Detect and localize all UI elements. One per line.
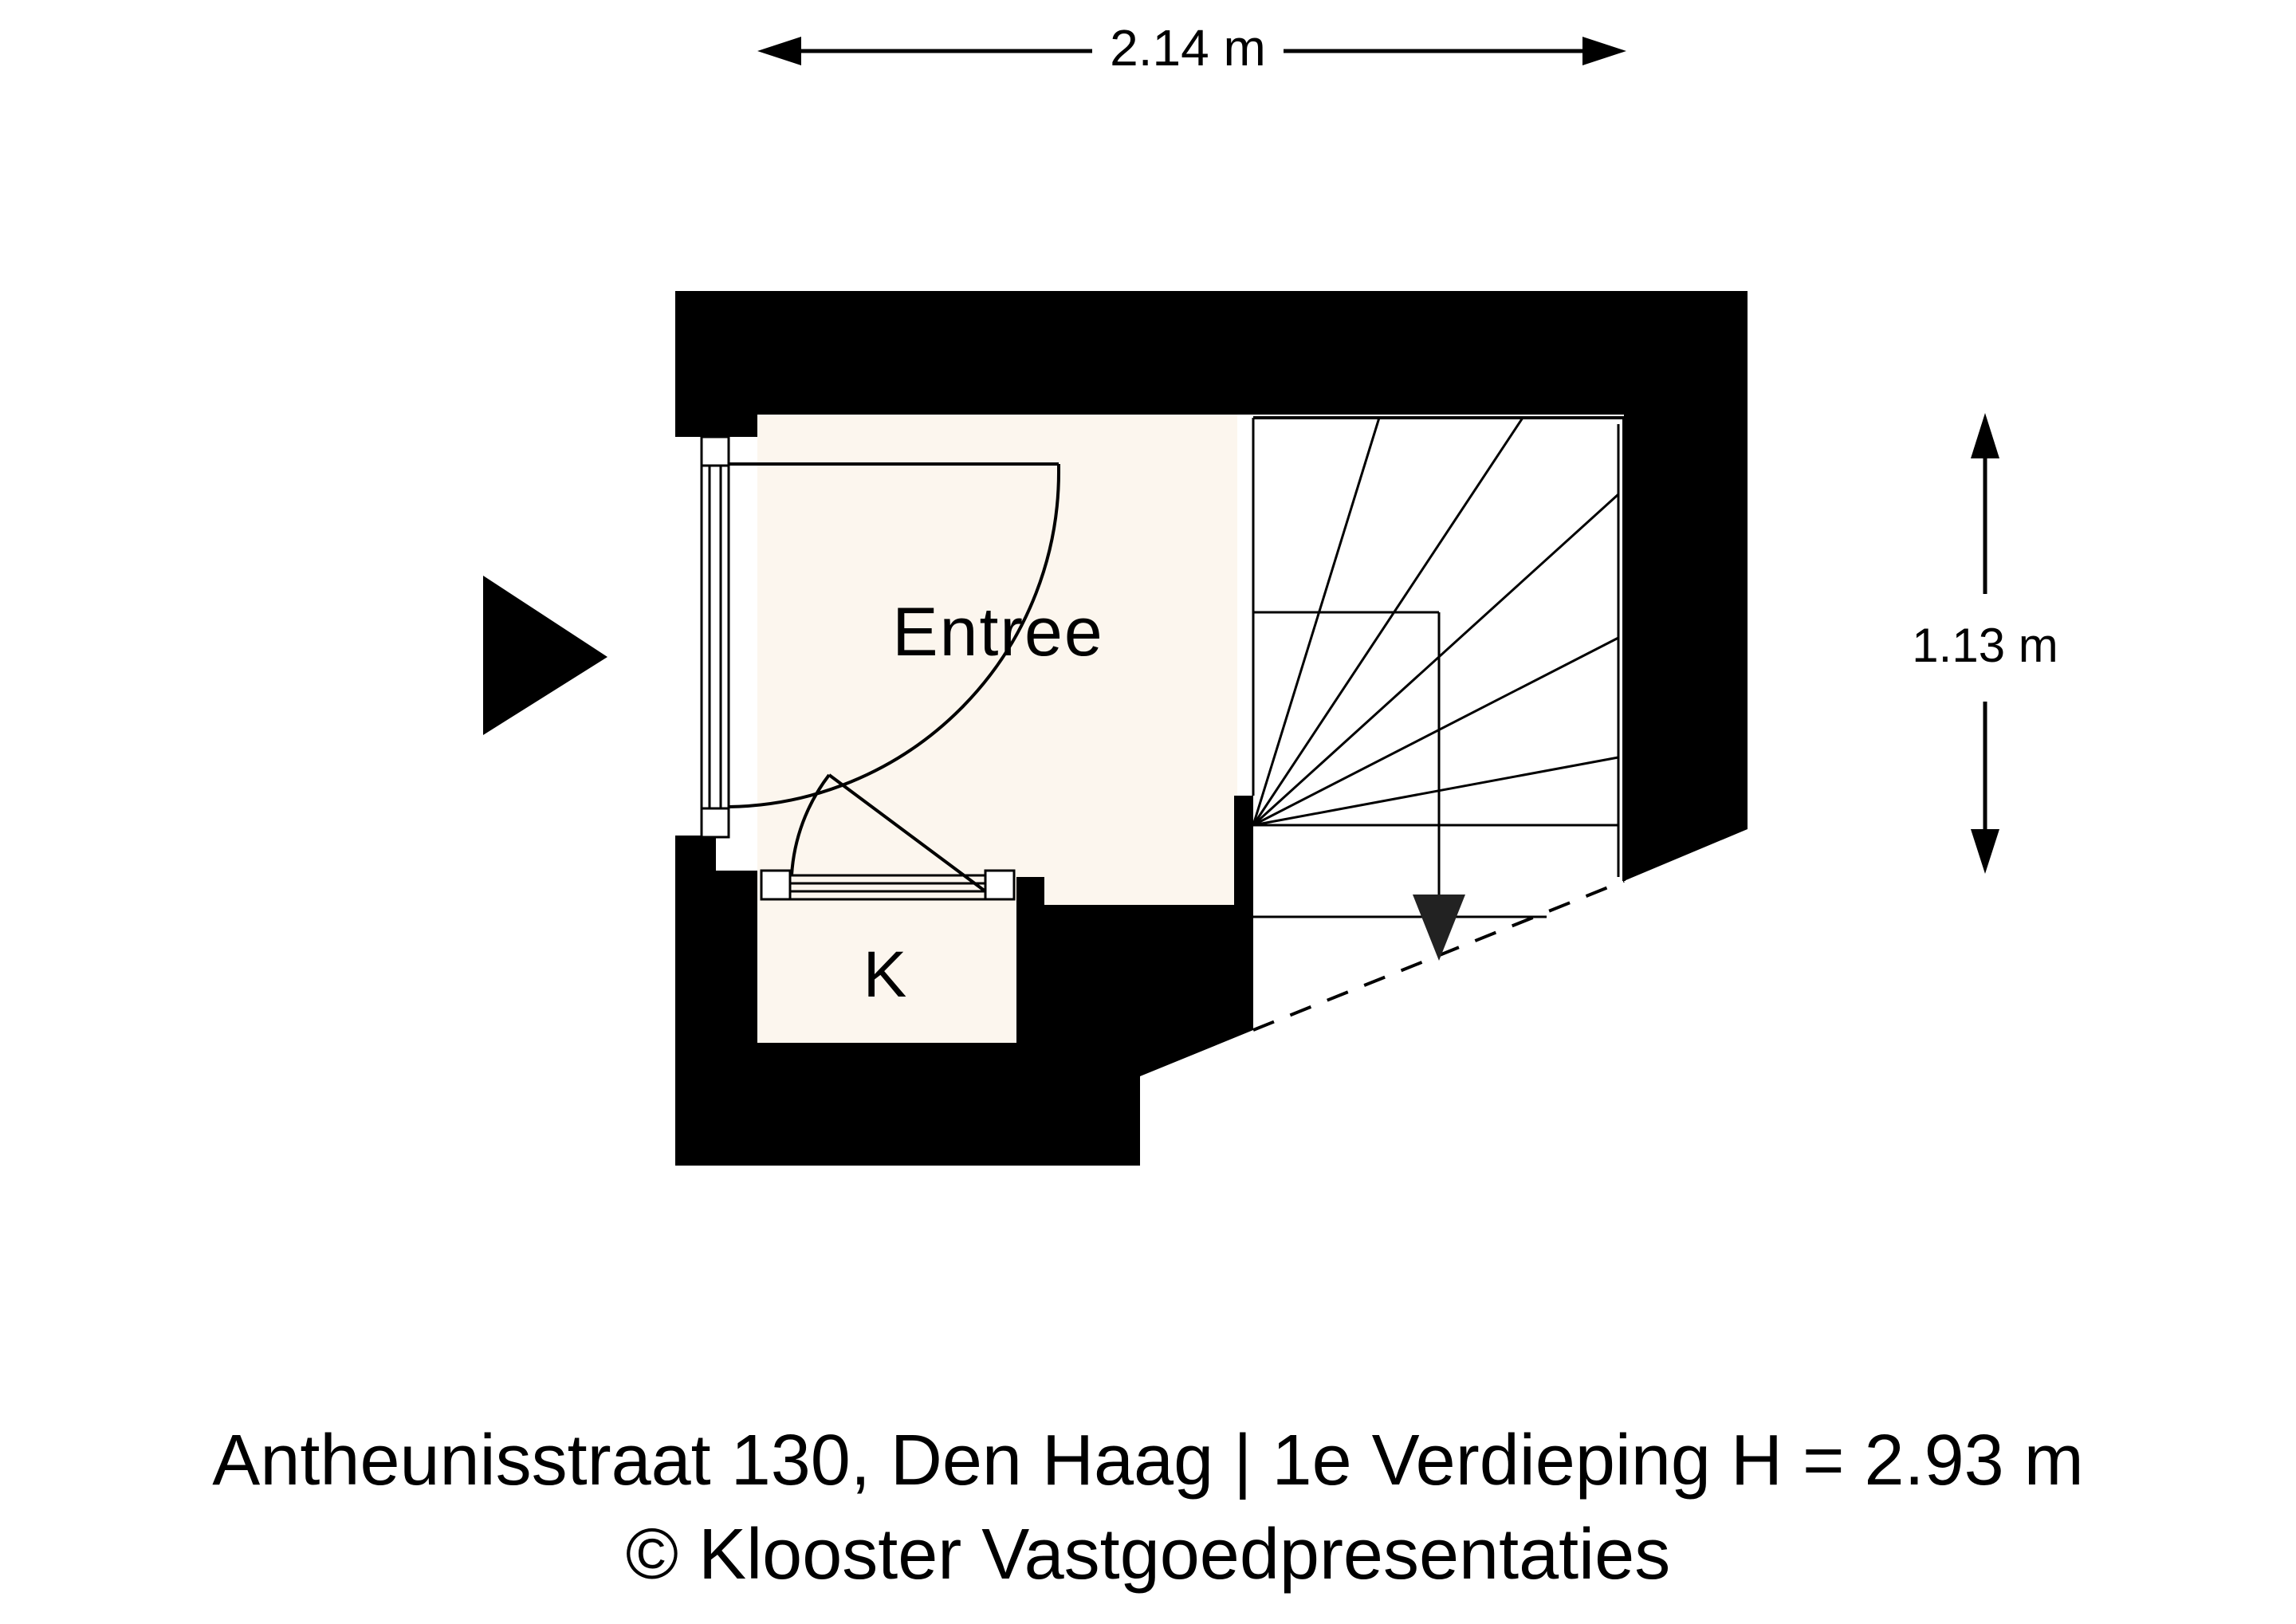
arrow-up-icon [1971,413,1999,458]
front-door-swing [728,462,1061,808]
depth-dimension: 1.13 m [1912,413,2058,874]
entrance-arrow-icon [483,576,607,735]
arrow-right-icon [1582,37,1626,65]
closet-door [760,773,1016,901]
caption-address: Antheunisstraat 130, Den Haag | 1e Verdi… [212,1421,2084,1500]
room-label-closet: K [863,938,907,1011]
depth-label: 1.13 m [1912,619,2058,672]
walls [675,291,1748,1166]
front-door-frame [700,435,730,839]
room-label-entree: Entree [892,594,1103,670]
arrow-down-icon [1971,829,1999,874]
width-dimension: 2.14 m [757,19,1626,77]
entree-floor [757,415,1237,905]
stair-direction-arrow-icon [1413,895,1465,961]
arrow-left-icon [757,37,801,65]
caption-copyright: © Klooster Vastgoedpresentaties [625,1515,1671,1595]
staircase [1252,416,1626,1032]
width-label: 2.14 m [1110,19,1266,77]
closet-floor [757,901,1016,1043]
